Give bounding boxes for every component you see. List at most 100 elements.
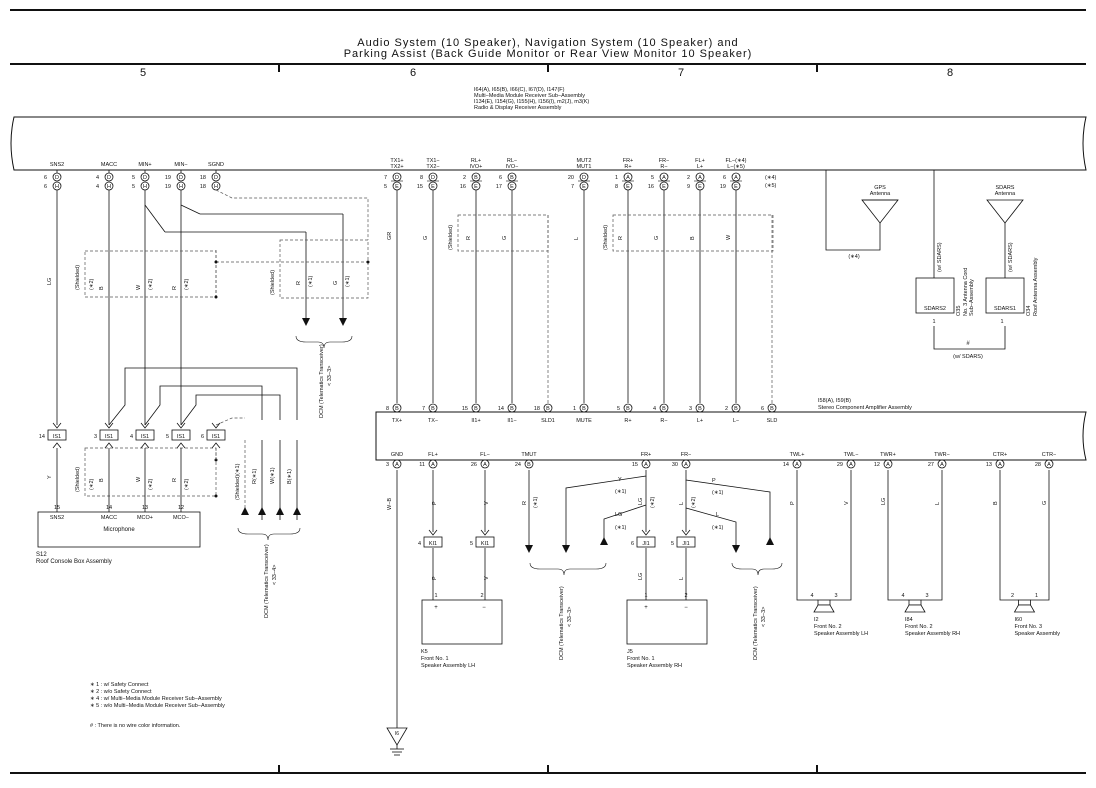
receiver-bus (10, 116, 1087, 171)
svg-text:−: − (684, 605, 688, 611)
microphone-desc: Roof Console Box Assembly (36, 559, 112, 565)
svg-text:(∗2): (∗2) (184, 479, 190, 490)
svg-text:V: V (484, 576, 490, 580)
svg-text:Front No. 1: Front No. 1 (627, 656, 655, 662)
is1-label: IS1 (141, 434, 149, 440)
amp-top-pin-num: 8 (386, 406, 389, 412)
amp-bottom-pin-name: CTR− (1042, 452, 1057, 458)
j5-id: J5 (627, 649, 633, 655)
column-8: 8 (947, 67, 953, 79)
amp-top-pin (659, 403, 669, 413)
mic-pin-num: 12 (178, 505, 184, 511)
receiver-pin-bot-letter: E (698, 184, 702, 190)
amp-bottom-pin-num: 26 (471, 462, 477, 468)
receiver-pin-num: 15 (417, 184, 423, 190)
note-4: ∗ 4 : w/ Multi−Media Module Receiver Sub… (90, 696, 222, 702)
amp-bottom-pin-letter: A (849, 462, 853, 468)
amp-bottom-pin-name: FL− (480, 452, 490, 458)
amp-bottom-pin-letter: A (940, 462, 944, 468)
svg-text:(∗2): (∗2) (691, 497, 697, 508)
svg-text:(Shielded): (Shielded) (270, 270, 276, 295)
amp-top-pin-name: TX+ (392, 418, 402, 424)
tweeter-id: I2 (814, 617, 819, 623)
shielded-box-lower (84, 447, 217, 497)
amp-top-pin-letter: B (510, 406, 514, 412)
ki1-box (423, 536, 443, 548)
amp-bottom-pin-letter: A (998, 462, 1002, 468)
amp-top-pin-letter: B (770, 406, 774, 412)
wire-color-macc: B (99, 286, 105, 290)
receiver-pin-top-letter: A (734, 175, 738, 181)
amp-bottom-pin (883, 459, 893, 469)
svg-text:1: 1 (644, 593, 647, 599)
is1-box (135, 429, 155, 441)
wire-color-ctrm: G (1042, 501, 1048, 505)
receiver-pin-bot-letter: E (734, 184, 738, 190)
receiver-pin-name-left: MACC (101, 162, 117, 168)
amp-top-pin (623, 403, 633, 413)
amp-bottom-pin-num: 12 (874, 462, 880, 468)
amp-bottom-pin (995, 459, 1005, 469)
ji1-label: JI1 (682, 541, 689, 547)
receiver-pin-num: 5 (132, 184, 135, 190)
tweeter-desc: Speaker Assembly LH (814, 631, 868, 637)
is1-box (171, 429, 191, 441)
receiver-pin-num: 4 (96, 175, 99, 181)
wire-color-twlm: V (844, 501, 850, 505)
svg-text:< 33−3>: < 33−3> (567, 607, 573, 627)
ground-id: I6 (395, 731, 399, 737)
shielded-box-ivo (457, 214, 549, 252)
receiver-pin-bot-letter: E (662, 184, 666, 190)
receiver-pin-name-right: TX1− (426, 158, 439, 164)
mic-pin-num: 14 (106, 505, 112, 511)
amp-top-pin-name: II1− (507, 418, 516, 424)
ji1-pin: 6 (631, 541, 634, 547)
receiver-pin-num: 6 (44, 184, 47, 190)
amp-top-pin-letter: B (395, 406, 399, 412)
amp-bottom-pin-name: CTR+ (993, 452, 1008, 458)
mic-pin-num: 13 (142, 505, 148, 511)
amp-bottom-pin-name: TWR+ (880, 452, 896, 458)
is1-label: IS1 (53, 434, 61, 440)
mic-pin-name: SNS2 (50, 515, 64, 521)
receiver-pin-name-right: R+ (624, 164, 631, 170)
amp-bottom-pin-name: FR− (681, 452, 692, 458)
receiver-pin-h-letter: H (107, 184, 111, 190)
k5-speaker-box (421, 599, 503, 645)
is1-label: IS1 (105, 434, 113, 440)
amp-top-pin (767, 403, 777, 413)
receiver-pin-d-letter: D (179, 175, 183, 181)
receiver-pin-num: 19 (720, 184, 726, 190)
tweeter-body (1018, 599, 1031, 606)
wire-color-dcm-r: R (296, 281, 302, 285)
microphone-box (37, 511, 201, 548)
mic-pin-num: 15 (54, 505, 60, 511)
amp-bottom-pin-num: 29 (837, 462, 843, 468)
amp-top-pin-letter: B (662, 406, 666, 412)
receiver-pin-name-left: SNS2 (50, 162, 64, 168)
receiver-pin-top-letter: B (474, 175, 478, 181)
wire-color-lm: W (726, 234, 732, 240)
receiver-pin-h-letter: H (143, 184, 147, 190)
receiver-pin-top-letter: A (698, 175, 702, 181)
receiver-pin-num: 2 (687, 175, 690, 181)
shielded-label-left: (Shielded) (75, 265, 81, 290)
amp-bottom-pin-name: GND (391, 452, 403, 458)
amp-top-pin-num: 15 (462, 406, 468, 412)
ji1-label: JI1 (642, 541, 649, 547)
wire-color-rm: G (654, 236, 660, 240)
receiver-name-2: Radio & Display Receiver Assembly (474, 105, 562, 111)
wire-color-dcm-g: G (333, 281, 339, 285)
dcm-label-2: DCM (Telematics Transceiver) (264, 544, 270, 618)
amp-bottom-pin (792, 459, 802, 469)
wire-color-ivom: G (502, 236, 508, 240)
amp-top-pin-name: SLD (767, 418, 778, 424)
is1-box (47, 429, 67, 441)
shielded-box-dcm (279, 239, 369, 299)
wire-color-ivop: R (466, 236, 472, 240)
receiver-tag-5: (∗5) (765, 183, 776, 189)
wire-color-sh-r: R(∗1) (252, 469, 258, 484)
amp-id: I58(A), I59(B) (818, 398, 851, 404)
